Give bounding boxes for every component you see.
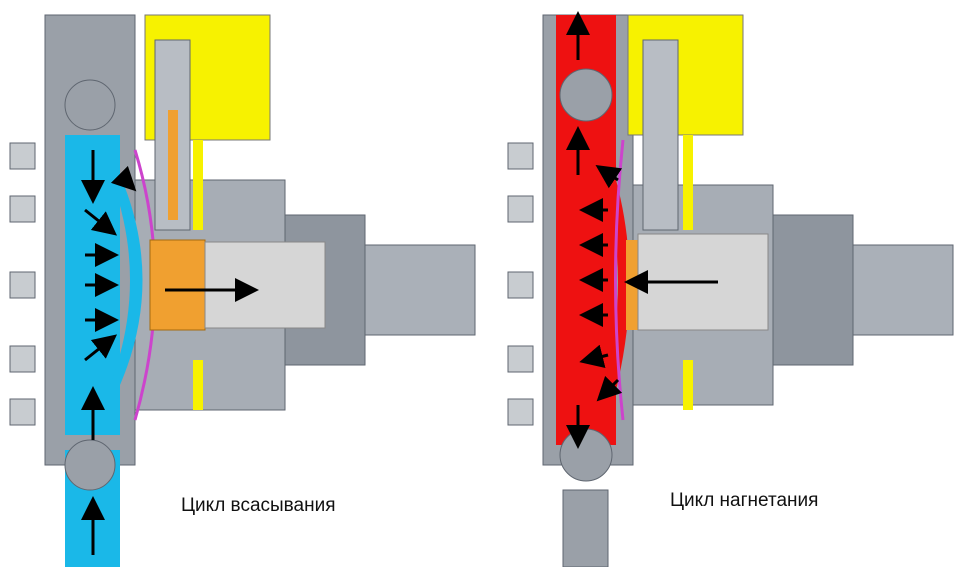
yellow-channel-top bbox=[193, 140, 203, 230]
flow-arrows bbox=[566, 11, 718, 449]
lower-ball-valve bbox=[559, 428, 613, 482]
discharge-cycle-caption: Цикл нагнетания bbox=[670, 490, 819, 511]
drive-shaft-housing bbox=[852, 244, 954, 336]
suction-pump-diagram bbox=[9, 14, 476, 567]
cylinder bbox=[204, 241, 326, 329]
lower-ball-valve bbox=[64, 439, 116, 491]
piston bbox=[626, 240, 638, 330]
drive-housing bbox=[772, 214, 854, 366]
yellow-channel-bottom bbox=[193, 360, 203, 410]
fluid-chamber bbox=[603, 180, 630, 390]
orange-channel bbox=[168, 110, 178, 220]
fluid-chamber bbox=[110, 175, 143, 385]
upper-ball-valve bbox=[64, 79, 116, 131]
suction-cycle-caption: Цикл всасывания bbox=[181, 495, 336, 516]
suction-cycle-panel: Цикл всасывания bbox=[9, 14, 476, 567]
yellow-channel-bottom bbox=[683, 360, 693, 410]
valve-stem bbox=[642, 39, 679, 231]
fluid-outlet bbox=[562, 489, 609, 567]
bolts bbox=[507, 142, 534, 426]
discharge-cycle-panel: Цикл нагнетания bbox=[478, 0, 956, 567]
upper-ball-valve bbox=[559, 68, 613, 122]
drive-shaft-housing bbox=[364, 244, 476, 336]
flow-arrows bbox=[81, 150, 259, 555]
yellow-channel-top bbox=[683, 135, 693, 230]
discharge-pump-diagram bbox=[507, 11, 954, 567]
piston bbox=[149, 239, 206, 331]
bolts bbox=[9, 142, 36, 426]
